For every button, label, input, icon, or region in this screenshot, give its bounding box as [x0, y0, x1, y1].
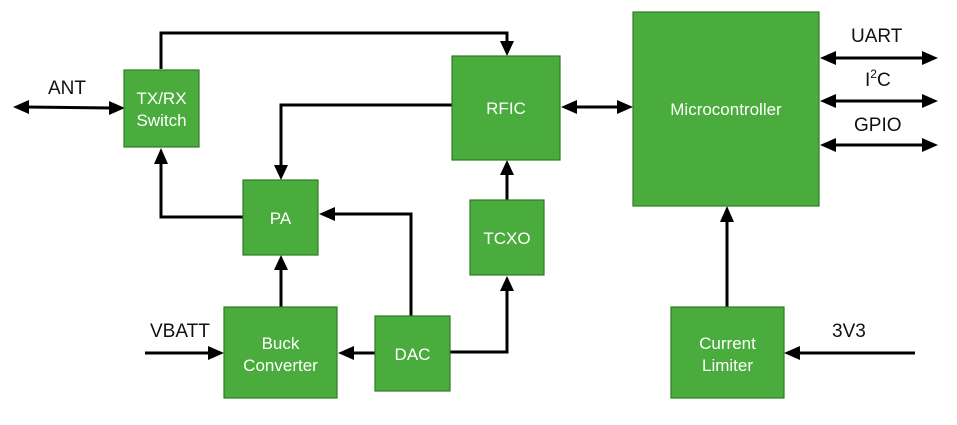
tcxo-block: TCXO	[469, 199, 545, 276]
ant-to-switch-connector	[13, 100, 125, 115]
i2c-label-superscript: 2	[870, 67, 877, 81]
uart-connector	[820, 51, 938, 65]
wires	[13, 31, 938, 360]
current-limiter-label-line2: Limiter	[702, 356, 753, 375]
txrx-switch-label-line2: Switch	[136, 111, 186, 130]
buck-to-pa-connector	[274, 255, 288, 307]
buck-converter-label-line2: Converter	[243, 356, 318, 375]
i2c-label-base: I	[865, 70, 870, 91]
dac-block: DAC	[374, 315, 451, 392]
microcontroller-label: Microcontroller	[670, 100, 782, 119]
gpio-label: GPIO	[854, 115, 902, 136]
i2c-connector	[820, 94, 938, 108]
gpio-connector	[820, 138, 938, 152]
dac-to-pa-connector	[319, 207, 413, 316]
tcxo-label: TCXO	[483, 229, 530, 248]
pa-block: PA	[242, 179, 319, 256]
i2c-label: I2C	[865, 67, 891, 91]
current-limiter-block: Current Limiter	[670, 306, 785, 399]
ant-label: ANT	[48, 78, 86, 99]
pa-to-switch-connector	[154, 148, 243, 219]
switch-to-rfic-connector	[159, 31, 514, 69]
dac-to-tcxo-connector	[450, 276, 514, 354]
microcontroller-block: Microcontroller	[632, 11, 820, 207]
buck-converter-label-line1: Buck	[262, 334, 300, 353]
tcxo-to-rfic-connector	[500, 160, 514, 200]
vbatt-label: VBATT	[150, 321, 210, 342]
buck-converter-block: Buck Converter	[223, 306, 338, 399]
uart-label: UART	[851, 26, 903, 47]
rfic-block: RFIC	[451, 55, 561, 161]
current-limiter-label-line1: Current	[699, 334, 756, 353]
i2c-label-tail: C	[877, 70, 891, 91]
rfic-label: RFIC	[486, 99, 526, 118]
3v3-to-limiter-connector	[784, 346, 915, 360]
dac-label: DAC	[395, 345, 431, 364]
pa-label: PA	[270, 209, 292, 228]
txrx-switch-label-line1: TX/RX	[136, 89, 186, 108]
3v3-label: 3V3	[832, 321, 866, 342]
dac-to-buck-connector	[338, 346, 375, 360]
limiter-to-mcu-connector	[720, 206, 734, 307]
rfic-to-pa-connector	[274, 103, 452, 180]
rfic-mcu-connector	[561, 100, 633, 114]
vbatt-to-buck-connector	[145, 346, 224, 360]
txrx-switch-block: TX/RX Switch	[123, 69, 200, 148]
